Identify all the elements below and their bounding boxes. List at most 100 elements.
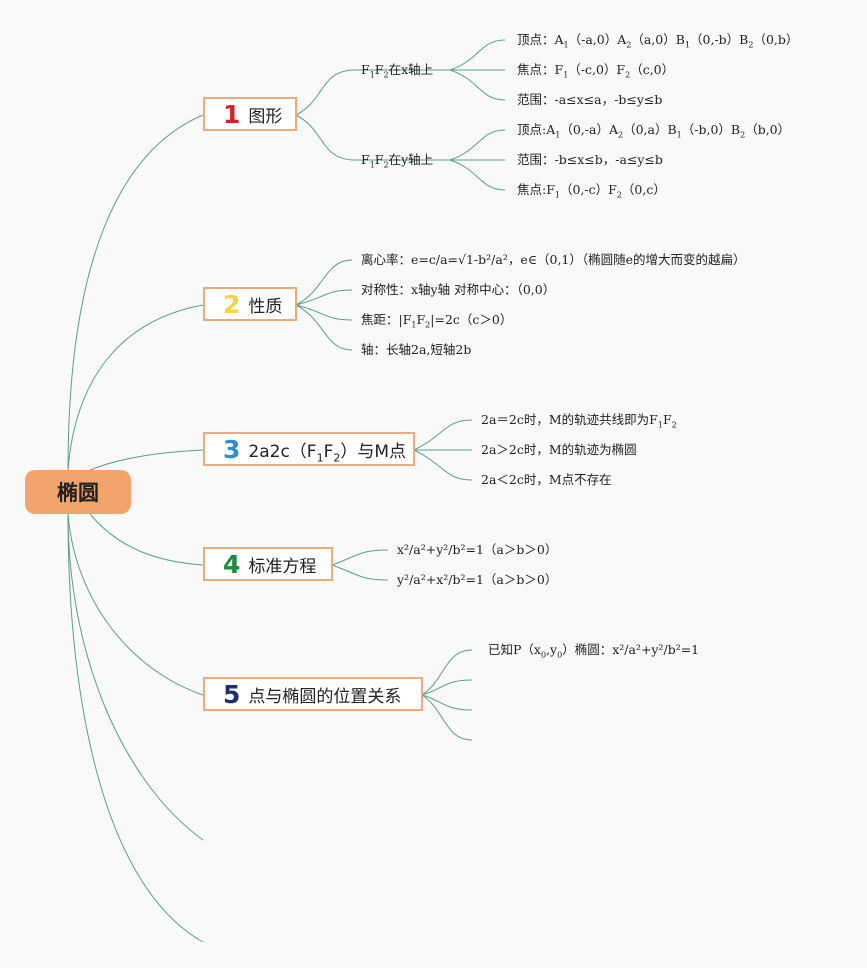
leaf-2a-equal-2c-p0: 2a＝2c时，M的轨迹共线即为F [481, 412, 658, 427]
leaf-y-vertices[interactable]: 顶点:A1（0,-a）A2（0,a）B1（-b,0）B2（b,0） [517, 122, 791, 140]
leaf-axes-p0: 轴：长轴2a,短轴2b [361, 342, 472, 357]
leaf-y-foci-p4: （0,c） [621, 182, 666, 197]
leaf-y-range[interactable]: 范围：-b≤x≤b，-a≤y≤b [517, 152, 663, 168]
link-b2-l3 [295, 304, 353, 321]
leaf-equation-x-major[interactable]: x²/a²+y²/b²=1（a＞b＞0） [397, 542, 557, 558]
leaf-y-foci-p0: 焦点:F [517, 182, 555, 197]
leaf-y-vertices-p5: 1 [676, 130, 682, 140]
root-node[interactable]: 椭圆 [25, 470, 131, 514]
branch-label-3-p1: 1 [316, 450, 324, 464]
leaf-x-vertices-p1: 1 [563, 40, 569, 50]
branch-number-4: 4 [223, 549, 241, 579]
link-root-branch3 [89, 449, 204, 471]
link-b2-l1 [295, 259, 353, 306]
branch-label-3-p2: F [323, 441, 334, 462]
leaf-equation-y-major[interactable]: y²/a²+x²/b²=1（a＞b＞0） [397, 572, 557, 588]
branch-node-2[interactable]: 2 性质 [203, 287, 297, 321]
leaf-focal-distance-p1: 1 [411, 320, 417, 330]
branch-number-1: 1 [223, 99, 241, 129]
link-s2-l1 [449, 129, 506, 161]
leaf-2a-equal-2c-p1: 1 [657, 420, 663, 430]
sub-y-part1: 1 [369, 160, 375, 170]
leaf-point-given-p0: 已知P（x [488, 642, 541, 657]
leaf-y-foci-p3: 2 [616, 190, 622, 200]
leaf-y-vertices-p1: 1 [555, 130, 561, 140]
leaf-x-vertices[interactable]: 顶点：A1（-a,0）A2（a,0）B1（0,-b）B2（0,b） [517, 32, 798, 50]
leaf-2a-greater-2c-p0: 2a＞2c时，M的轨迹为椭圆 [481, 442, 637, 457]
branch-node-1[interactable]: 1 图形 [203, 97, 297, 131]
leaf-x-vertices-p3: 2 [626, 40, 632, 50]
leaf-x-vertices-p2: （-a,0）A [568, 32, 627, 47]
link-root-empty2 [67, 513, 204, 943]
leaf-y-foci-p2: （0,-c）F [559, 182, 617, 197]
leaf-axes[interactable]: 轴：长轴2a,短轴2b [361, 342, 471, 358]
leaf-eccentricity[interactable]: 离心率：e=c/a=√1-b²/a²，e∈（0,1）（椭圆随e的增大而变的越扁） [361, 252, 746, 268]
link-b1-sub2 [295, 114, 353, 161]
sub-x-part2: F [374, 62, 384, 77]
leaf-x-foci-p3: 2 [625, 70, 631, 80]
leaf-x-vertices-p6: （0,-b）B [690, 32, 749, 47]
link-b5-l1 [421, 649, 473, 696]
leaf-2a-equal-2c-p2: F [662, 412, 672, 427]
link-s1-l3 [449, 69, 506, 101]
branch-number-3: 3 [223, 434, 241, 464]
root-label: 椭圆 [57, 481, 99, 505]
branch-label-5: 点与椭圆的位置关系 [248, 686, 402, 707]
leaf-x-foci-p2: （-c,0）F [568, 62, 626, 77]
link-b5-l3 [421, 694, 473, 711]
leaf-y-foci[interactable]: 焦点:F1（0,-c）F2（0,c） [517, 182, 666, 200]
leaf-y-vertices-p2: （0,-a）A [560, 122, 618, 137]
leaf-focal-distance-p2: F [416, 312, 426, 327]
leaf-eccentricity-p0: 离心率：e=c/a=√1-b²/a²，e∈（0,1）（椭圆随e的增大而变的越扁） [361, 252, 746, 267]
branch-number-5: 5 [223, 679, 241, 709]
leaf-equation-x-major-p0: x²/a²+y²/b²=1（a＞b＞0） [397, 542, 558, 557]
branch-label-3-p0: 2a2c（F [248, 441, 317, 462]
leaf-x-foci-p0: 焦点：F [517, 62, 564, 77]
link-s2-l3 [449, 159, 506, 191]
leaf-symmetry[interactable]: 对称性：x轴y轴 对称中心：（0,0） [361, 282, 555, 298]
sub-y-part0: F [361, 152, 370, 167]
sub-y-part4: 在y轴上 [388, 152, 434, 167]
leaf-point-given-p3: 0 [557, 650, 563, 660]
leaf-focal-distance-p0: 焦距：|F [361, 312, 412, 327]
leaf-focal-distance[interactable]: 焦距：|F1F2|=2c（c＞0） [361, 312, 512, 330]
branch-label-3-p4: ）与M点 [340, 441, 407, 462]
leaf-2a-greater-2c[interactable]: 2a＞2c时，M的轨迹为椭圆 [481, 442, 637, 458]
leaf-symmetry-p0: 对称性：x轴y轴 对称中心：（0,0） [361, 282, 556, 297]
sub-x-part3: 2 [383, 70, 389, 80]
branch-node-4[interactable]: 4 标准方程 [203, 547, 333, 581]
link-b3-l1 [413, 419, 473, 451]
link-b4-l2 [331, 564, 389, 581]
link-root-branch5 [67, 513, 204, 696]
sub-x-part1: 1 [369, 70, 375, 80]
leaf-x-foci-p1: 1 [563, 70, 569, 80]
leaf-x-range[interactable]: 范围：-a≤x≤a，-b≤y≤b [517, 92, 662, 108]
link-b2-l4 [295, 304, 353, 351]
branch-node-3[interactable]: 3 2a2c（F1F2）与M点 [203, 432, 415, 466]
leaf-y-vertices-p6: （-b,0）B [681, 122, 741, 137]
sub-node-y-axis[interactable]: F1F2在y轴上 [361, 152, 434, 170]
leaf-point-given[interactable]: 已知P（x0,y0）椭圆：x²/a²+y²/b²=1 [488, 642, 700, 660]
sub-x-part4: 在x轴上 [388, 62, 434, 77]
link-root-branch2 [67, 304, 204, 471]
branch-node-5[interactable]: 5 点与椭圆的位置关系 [203, 677, 423, 711]
leaf-y-vertices-p4: （0,a）B [623, 122, 677, 137]
sub-node-x-axis[interactable]: F1F2在x轴上 [361, 62, 434, 80]
leaf-y-vertices-p0: 顶点:A [517, 122, 556, 137]
leaf-point-given-p4: ）椭圆：x²/a²+y²/b²=1 [562, 642, 700, 657]
leaf-x-vertices-p5: 1 [684, 40, 691, 50]
link-b5-l4 [421, 694, 473, 741]
leaf-focal-distance-p3: 2 [425, 320, 431, 330]
leaf-x-foci[interactable]: 焦点：F1（-c,0）F2（c,0） [517, 62, 674, 80]
leaf-x-range-p0: 范围：-a≤x≤a，-b≤y≤b [517, 92, 663, 107]
leaf-y-vertices-p8: （b,0） [745, 122, 791, 137]
leaf-x-vertices-p4: （a,0）B [631, 32, 685, 47]
leaf-x-vertices-p0: 顶点：A [517, 32, 564, 47]
link-root-branch4 [89, 513, 204, 566]
leaf-y-vertices-p7: 2 [740, 130, 746, 140]
leaf-equation-y-major-p0: y²/a²+x²/b²=1（a＞b＞0） [397, 572, 558, 587]
link-root-branch1 [67, 114, 204, 471]
leaf-2a-less-2c[interactable]: 2a＜2c时，M点不存在 [481, 472, 612, 488]
leaf-2a-equal-2c[interactable]: 2a＝2c时，M的轨迹共线即为F1F2 [481, 412, 677, 430]
